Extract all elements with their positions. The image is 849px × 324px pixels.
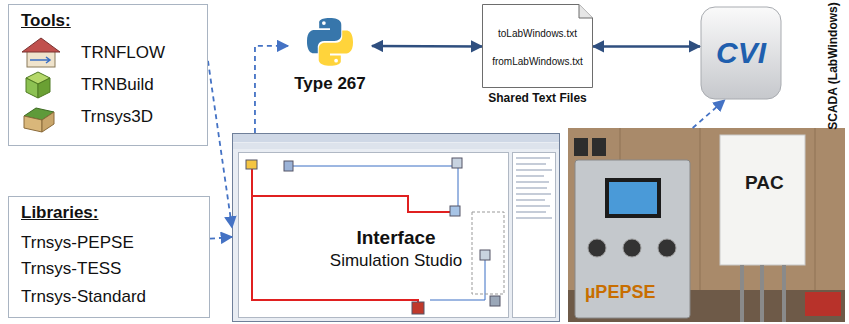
type-icon (284, 161, 293, 171)
list-row (516, 199, 545, 201)
list-row (516, 175, 544, 177)
button (623, 239, 641, 257)
trnsys3d-icon (24, 108, 54, 132)
type-icon (412, 302, 424, 314)
title-bar (233, 134, 559, 142)
simulation-studio-screenshot: InterfaceSimulation Studio (232, 133, 560, 322)
file-name: toLabWindows.txt (498, 28, 577, 40)
wood-wall (568, 128, 845, 322)
tools-panel: Tools: TRNFLOW TRNBuildTrnsys3D (8, 4, 208, 146)
tool-name: TRNFLOW (81, 43, 165, 63)
panel-heading: Libraries: (21, 203, 98, 223)
text-file-node: toLabWindows.txt fromLabWindows.txtShared… (482, 4, 593, 110)
dashed-link (210, 237, 232, 239)
macro-frame (472, 212, 504, 294)
python-logo (288, 14, 372, 70)
library-name: Trnsys-TESS (21, 259, 121, 279)
data-exchange-arrow (593, 45, 700, 48)
cube-right (38, 78, 50, 98)
tool-name: TRNBuild (81, 75, 154, 95)
window-frame (233, 134, 560, 322)
document-shape (482, 4, 593, 88)
file-caption: Shared Text Files (488, 92, 586, 106)
type-icon (490, 296, 500, 306)
type-icon (452, 158, 462, 168)
trnbuild-icon (26, 72, 50, 98)
list-row (516, 157, 550, 159)
file-name: fromLabWindows.txt (492, 56, 583, 68)
library-name: Trnsys-Standard (21, 287, 146, 307)
list-row (516, 181, 549, 183)
list-row (516, 163, 546, 165)
dashed-link (208, 61, 232, 228)
canvas (239, 153, 509, 318)
list-row (516, 169, 552, 171)
list-row (516, 217, 552, 219)
house-roof (22, 38, 60, 52)
list-row (516, 193, 551, 195)
tool-name: Trnsys3D (81, 107, 153, 127)
cvi-icon-node: CVI (700, 6, 782, 100)
blue-wire (290, 166, 458, 210)
list-row (516, 187, 547, 189)
equipment-label: µPEPSE (585, 282, 655, 303)
system-label: SCADA (LabWindows) (827, 2, 841, 129)
photo (568, 128, 845, 322)
pipes (742, 265, 784, 322)
cube-left (26, 78, 38, 98)
snake-eye (334, 59, 338, 63)
installation-photo: PAC µPEPSE (568, 128, 845, 322)
panel-seam (700, 128, 701, 290)
icon-letters: CVI (716, 36, 766, 71)
panel-seam (815, 128, 816, 290)
dashed-link (255, 46, 288, 133)
model-side (42, 112, 54, 132)
red-wire (252, 168, 455, 212)
toolbar (233, 143, 559, 149)
controller-cabinet (575, 160, 690, 318)
document-fold (579, 5, 593, 19)
type-name: Type 267 (294, 74, 366, 94)
air-arrow (30, 57, 50, 63)
snake-eye (322, 21, 326, 25)
speaker (592, 138, 606, 156)
list-row (516, 211, 546, 213)
type-icon (480, 250, 490, 260)
screen-frame (605, 178, 661, 218)
pipe (740, 265, 744, 322)
pipe (782, 265, 786, 322)
button (658, 239, 676, 257)
trnflow-icon (22, 38, 60, 67)
red-component (805, 292, 841, 316)
python-yellow-group (319, 31, 353, 66)
speaker (574, 138, 588, 156)
screenshot-title: Interface (353, 227, 438, 249)
icon-tile (701, 7, 781, 99)
libraries-panel: Libraries: Trnsys-PEPSE Trnsys-TESS Trnsys-… (8, 196, 210, 318)
data-exchange-arrow (372, 45, 482, 48)
screenshot (233, 134, 560, 322)
dashed-link (693, 100, 725, 128)
heat-pump-unit (720, 135, 805, 265)
screenshot-subtitle: Simulation Studio (327, 251, 465, 271)
button (588, 239, 606, 257)
house-wall (27, 51, 55, 67)
side-panel (513, 153, 556, 318)
pipe (760, 265, 764, 322)
touch-screen (609, 182, 657, 214)
panel-heading: Tools: (21, 11, 71, 31)
python-logo-group (307, 18, 353, 66)
model-front (24, 116, 42, 132)
document-outline (483, 5, 593, 88)
python-logo-node: Type 267 (288, 14, 372, 98)
type-icon (450, 206, 460, 216)
list-row (516, 205, 550, 207)
library-name: Trnsys-PEPSE (21, 233, 134, 253)
panel-list (516, 157, 552, 219)
type-icon (246, 160, 257, 169)
equipment-label: PAC (745, 172, 784, 194)
python-yellow-snake (319, 31, 353, 66)
